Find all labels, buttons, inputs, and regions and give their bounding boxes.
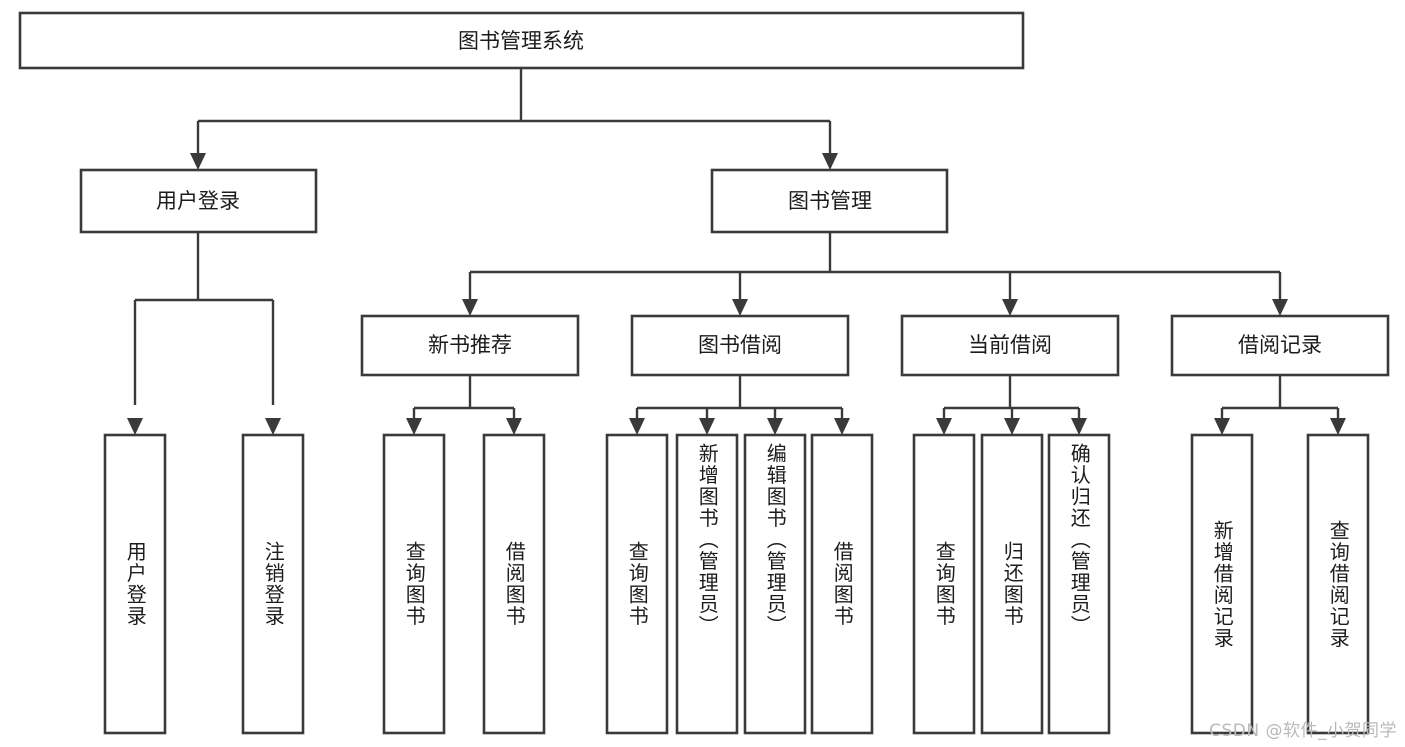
leaf-box-current-borrow-0[interactable] — [912, 433, 976, 735]
arrow-icon — [406, 418, 422, 435]
connector-new-book-recommend-to-leaves — [406, 375, 522, 435]
arrow-icon — [1214, 418, 1230, 435]
arrow-icon — [1002, 299, 1018, 316]
arrow-icon — [462, 299, 478, 316]
leaf-box-user-login-1[interactable] — [241, 433, 305, 735]
arrow-icon — [767, 418, 783, 435]
arrow-icon — [127, 418, 143, 435]
connector-user-login-to-leaves — [127, 232, 281, 435]
leaf-box-borrow-record-1[interactable] — [1306, 433, 1370, 735]
leaf-box-book-borrow-2[interactable] — [743, 433, 807, 735]
arrow-icon — [936, 418, 952, 435]
level3-label-borrow-record: 借阅记录 — [1238, 333, 1322, 357]
leaf-box-current-borrow-1[interactable] — [980, 433, 1044, 735]
node-current-borrow[interactable]: 当前借阅 — [900, 314, 1120, 377]
arrow-icon — [1004, 418, 1020, 435]
leaf-box-current-borrow-2[interactable] — [1047, 433, 1111, 735]
level2-label-user-login: 用户登录 — [156, 189, 240, 213]
arrow-icon — [506, 418, 522, 435]
leaf-box-borrow-record-0[interactable] — [1190, 433, 1254, 735]
connector-book-borrow-to-leaves — [629, 375, 850, 435]
connector-borrow-record-to-leaves — [1214, 375, 1346, 435]
arrow-icon — [699, 418, 715, 435]
csdn-watermark: CSDN @软件_小贺同学 — [1209, 721, 1397, 741]
root-label: 图书管理系统 — [458, 29, 584, 53]
node-borrow-record[interactable]: 借阅记录 — [1170, 314, 1390, 377]
node-new-book-recommend[interactable]: 新书推荐 — [360, 314, 580, 377]
level2-box-user-login — [79, 168, 318, 234]
node-root[interactable]: 图书管理系统 — [18, 11, 1025, 70]
level3-label-new-book-recommend: 新书推荐 — [428, 333, 512, 357]
node-user-login[interactable]: 用户登录 — [79, 168, 318, 234]
level3-box-current-borrow — [900, 314, 1120, 377]
level3-label-current-borrow: 当前借阅 — [968, 333, 1052, 357]
arrow-icon — [190, 153, 206, 170]
arrow-icon — [1330, 418, 1346, 435]
connector-current-borrow-to-leaves — [936, 375, 1087, 435]
level2-label-book-management: 图书管理 — [788, 189, 872, 213]
arrow-icon — [1272, 299, 1288, 316]
level3-box-new-book-recommend — [360, 314, 580, 377]
arrow-icon — [732, 299, 748, 316]
arrow-icon — [265, 418, 281, 435]
connector-book-management-to-level3 — [462, 232, 1288, 316]
root-box — [18, 11, 1025, 70]
node-book-borrow[interactable]: 图书借阅 — [630, 314, 850, 377]
leaf-box-book-borrow-3[interactable] — [810, 433, 874, 735]
arrow-icon — [834, 418, 850, 435]
arrow-icon — [629, 418, 645, 435]
arrow-icon — [822, 153, 838, 170]
leaf-box-user-login-0[interactable] — [103, 433, 167, 735]
connector-root-to-level2 — [190, 68, 838, 170]
level3-label-book-borrow: 图书借阅 — [698, 333, 782, 357]
leaf-box-new-book-1[interactable] — [482, 433, 546, 735]
leaf-box-book-borrow-0[interactable] — [605, 433, 669, 735]
leaf-box-book-borrow-1[interactable] — [675, 433, 739, 735]
arrow-icon — [1071, 418, 1087, 435]
leaf-box-new-book-0[interactable] — [382, 433, 446, 735]
node-book-management[interactable]: 图书管理 — [710, 168, 949, 234]
